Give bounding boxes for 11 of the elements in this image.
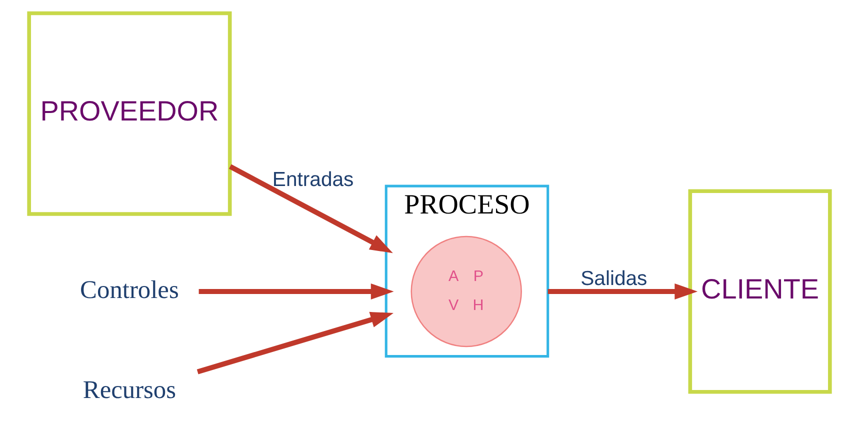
node-text: Recursos	[82, 376, 176, 404]
arrow	[547, 283, 698, 300]
arrow	[228, 164, 392, 254]
node-box: PROVEEDOR	[26, 11, 232, 216]
edge-label: Salidas	[580, 268, 647, 290]
node-box: CLIENTE	[688, 189, 832, 394]
arrow	[198, 283, 394, 300]
edge-label: Entradas	[272, 168, 354, 191]
arrow	[196, 312, 393, 374]
node-text: Controles	[80, 276, 178, 304]
node-circle: A P V H	[410, 236, 522, 348]
